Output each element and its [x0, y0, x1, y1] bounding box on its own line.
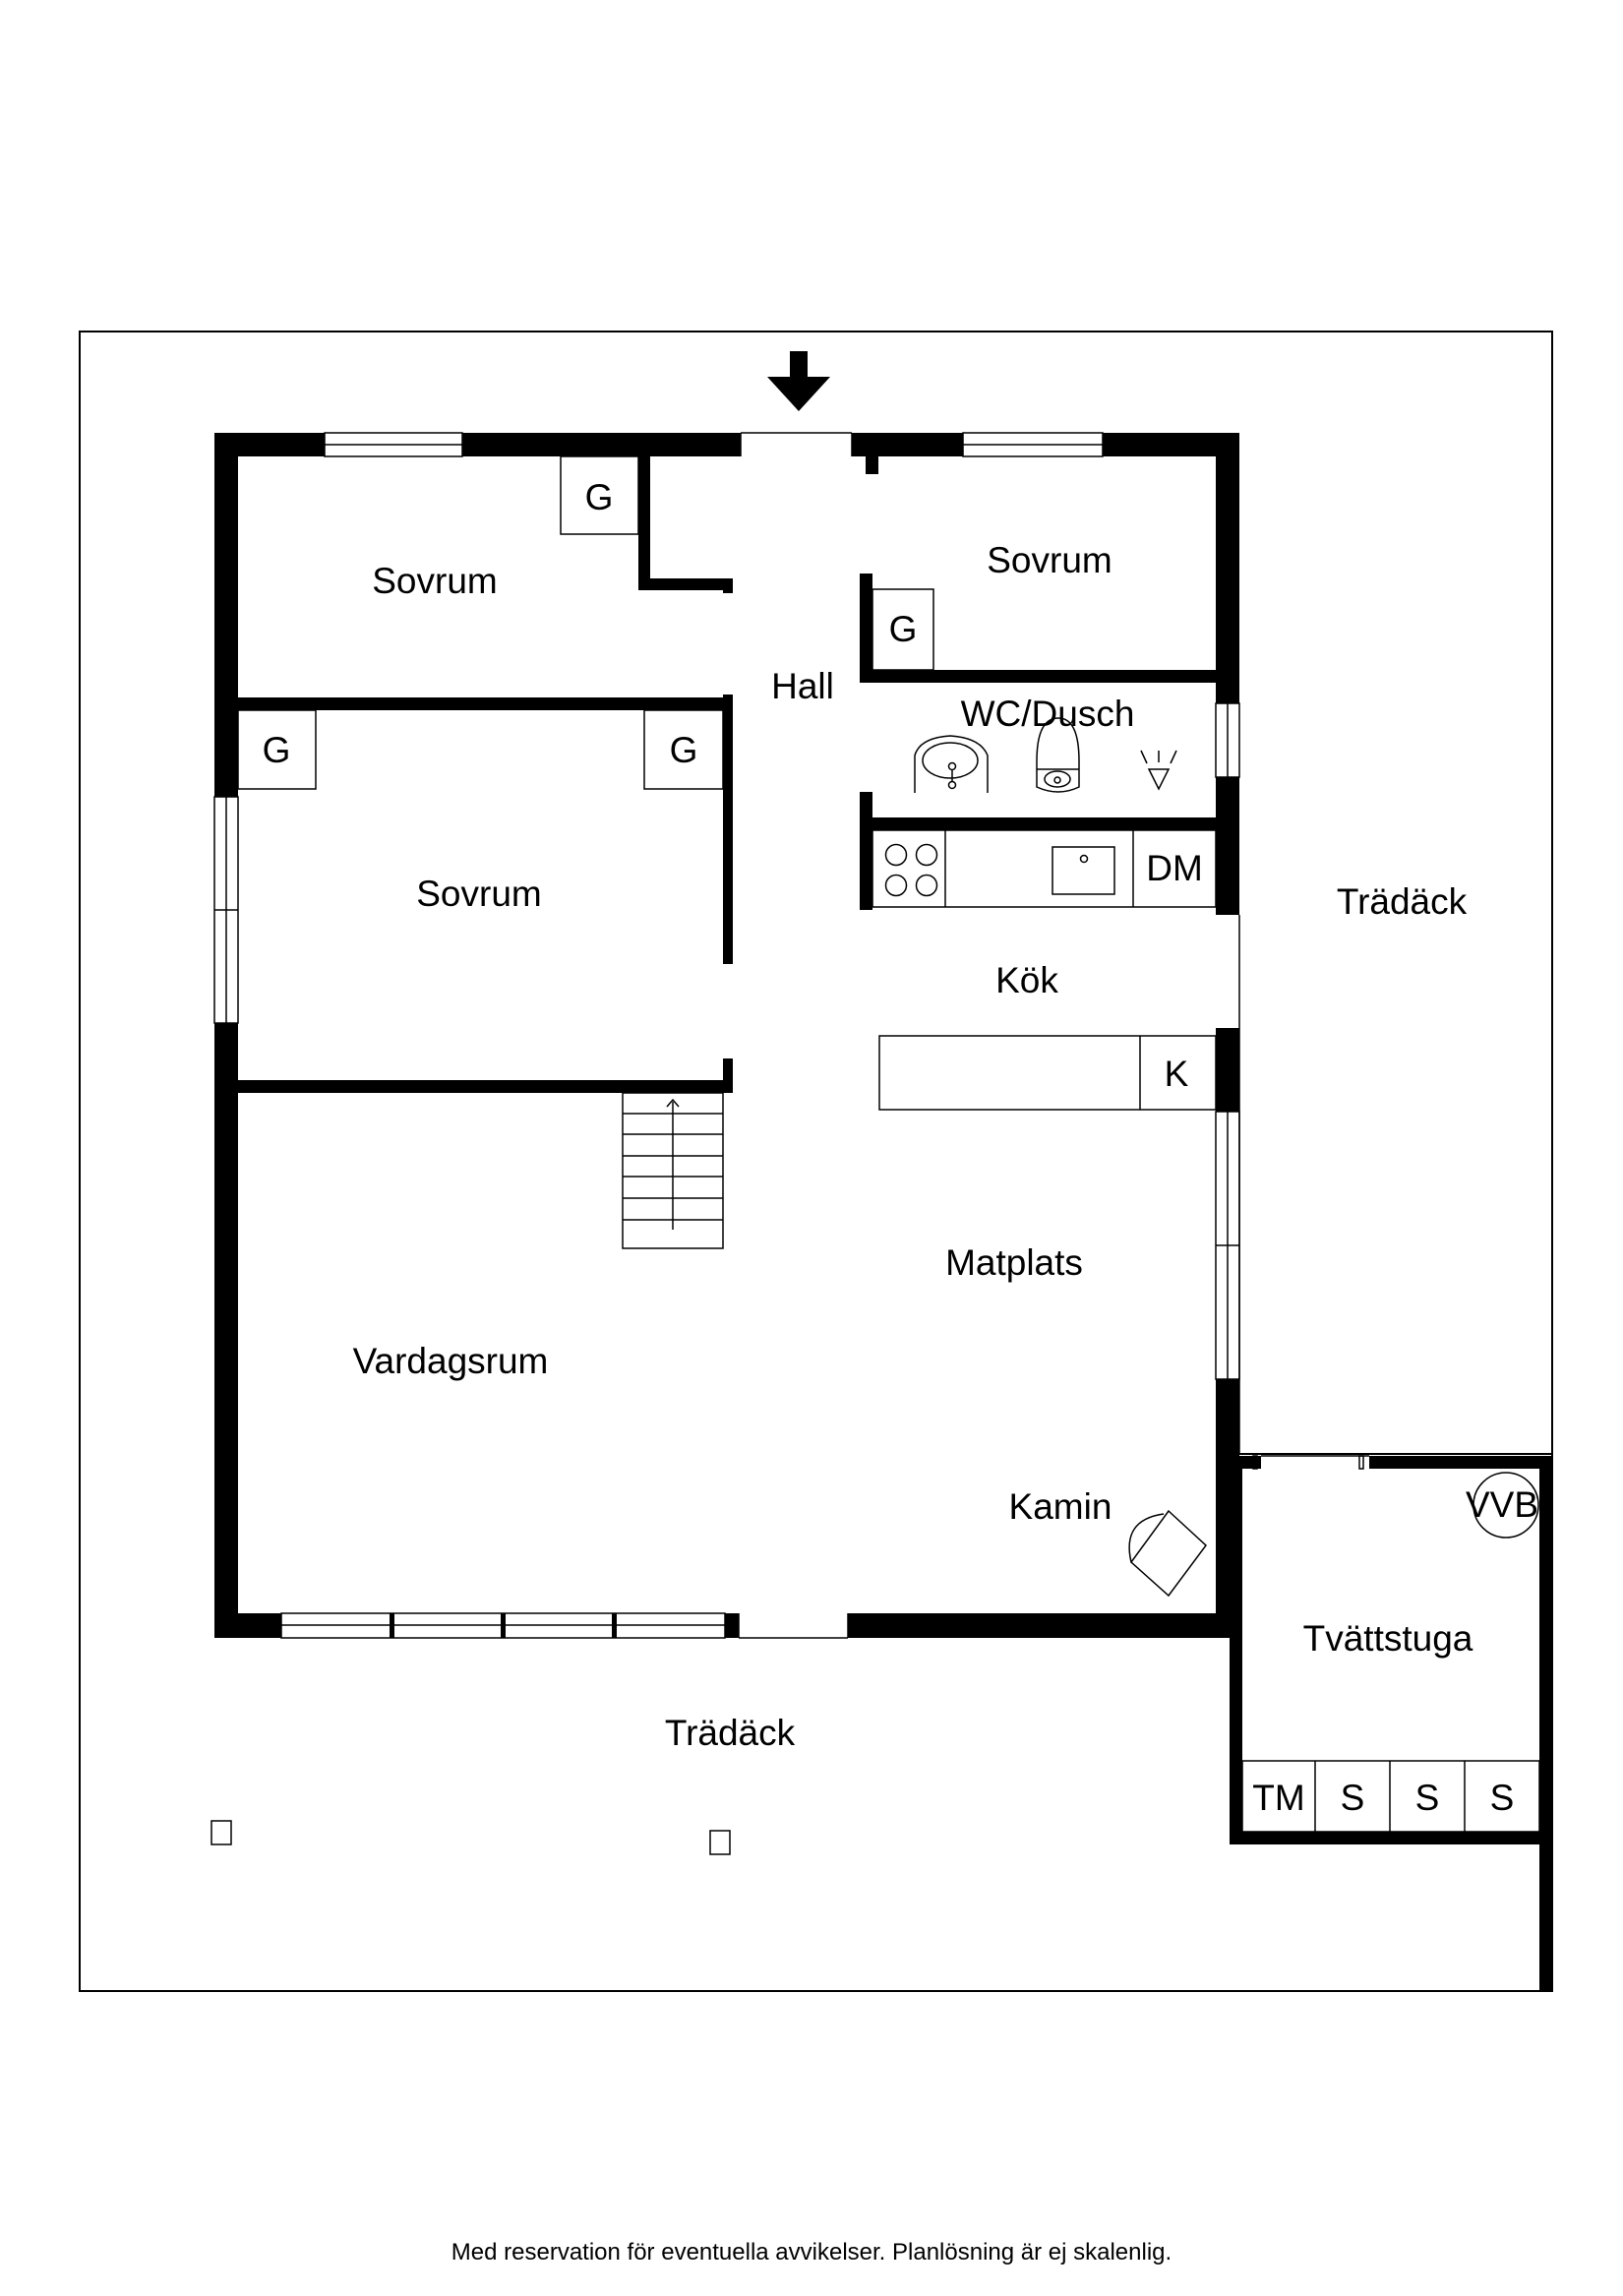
fridge-label: K	[1165, 1054, 1189, 1094]
kitchen-island	[878, 1035, 1217, 1111]
toilet-icon	[1036, 717, 1080, 793]
dishwasher-label: DM	[1146, 848, 1203, 888]
wardrobe	[237, 455, 934, 790]
room-label-wc-dusch: WC/Dusch	[961, 694, 1135, 734]
door-openings	[738, 432, 853, 1639]
room-label-tvattstuga: Tvättstuga	[1303, 1618, 1473, 1659]
stove-icon	[884, 843, 938, 897]
laundry-appliances	[1241, 1760, 1540, 1833]
plot-boundary	[79, 331, 1553, 1992]
kitchen-sink-icon	[1052, 846, 1115, 895]
window-mullions	[390, 1613, 617, 1638]
water-heater-label: VVB	[1466, 1484, 1538, 1525]
kitchen-counter	[872, 829, 1217, 908]
room-label-kok: Kök	[995, 960, 1058, 1000]
entrance-arrow-icon	[767, 351, 830, 411]
dryer-label: TM	[1252, 1778, 1304, 1818]
room-label-sovrum: Sovrum	[372, 561, 497, 601]
storage-label: S	[1341, 1778, 1365, 1818]
storage-label: S	[1415, 1778, 1440, 1818]
wardrobe-label: G	[585, 477, 614, 517]
deck-post	[709, 1830, 731, 1855]
room-label-tradack: Trädäck	[1337, 881, 1468, 922]
staircase	[622, 1092, 724, 1249]
room-label-vardagsrum: Vardagsrum	[353, 1341, 549, 1381]
disclaimer-text: Med reservation för eventuella avvikelse…	[451, 2239, 1172, 2266]
water-heater-icon	[1473, 1472, 1539, 1539]
wardrobe-label: G	[263, 730, 291, 770]
sink-icon	[914, 735, 989, 793]
room-label-tradack: Trädäck	[665, 1713, 796, 1753]
room-label-hall: Hall	[771, 666, 834, 706]
fireplace-icon	[1128, 1509, 1208, 1598]
room-label-kamin: Kamin	[1009, 1486, 1112, 1527]
interior-walls	[238, 456, 1552, 1991]
storage-label: S	[1490, 1778, 1515, 1818]
deck-post	[210, 1820, 232, 1845]
room-label-matplats: Matplats	[945, 1242, 1083, 1283]
wardrobe-label: G	[670, 730, 698, 770]
room-label-sovrum: Sovrum	[416, 874, 541, 914]
room-label-sovrum: Sovrum	[987, 540, 1112, 580]
shower-icon	[1140, 750, 1177, 791]
wardrobe-label: G	[889, 609, 918, 649]
laundry-door-opening	[1252, 1455, 1369, 1470]
windows	[213, 432, 1240, 1639]
